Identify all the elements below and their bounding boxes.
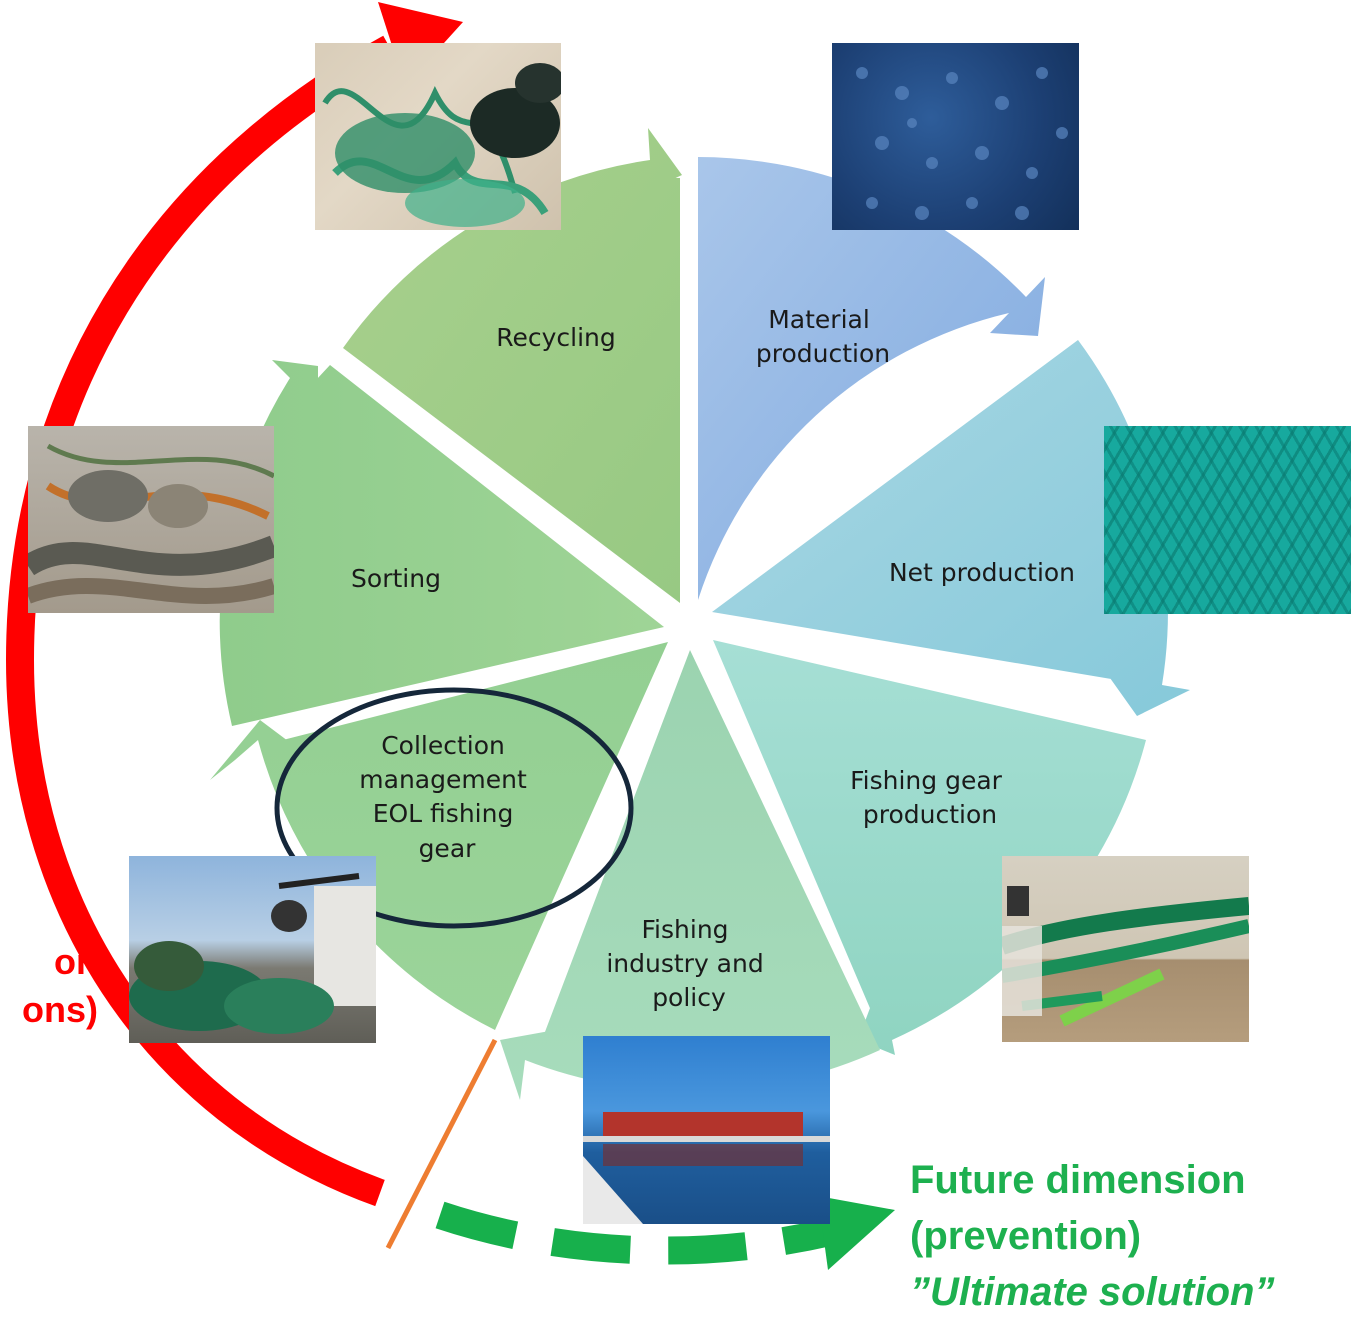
collection-site-photo [129, 856, 376, 1043]
net-workshop-image [1002, 886, 1249, 1027]
future-dimension-title: Future dimension [910, 1158, 1246, 1202]
sorting-nets-photo [28, 426, 274, 613]
green-dashed-arrow [435, 1196, 895, 1270]
collection-site-image [129, 873, 376, 1034]
collection-highlight-ellipse [274, 687, 634, 929]
net-mesh-photo [1104, 426, 1351, 614]
label-fishing-gear-production: Fishing gear production [850, 766, 1010, 829]
ultimate-solution-text: ”Ultimate solution” [910, 1270, 1275, 1314]
recycled-net-pellets-image [322, 63, 561, 227]
future-dimension-subtitle: (prevention) [910, 1214, 1142, 1258]
plastic-granules-image [856, 67, 1068, 220]
future-dimension-text: Future dimension (prevention) ”Ultimate … [910, 1152, 1274, 1320]
segment-collection-management [210, 642, 668, 1030]
past-dimension-text: on ons) [0, 938, 98, 1034]
segment-net-production [712, 340, 1190, 716]
label-net-production: Net production [889, 558, 1075, 587]
label-sorting: Sorting [351, 564, 441, 593]
harbour-image [583, 1112, 830, 1224]
orange-divider-line [385, 1038, 498, 1250]
segment-recycling [343, 128, 682, 603]
plastic-granules-photo [832, 43, 1079, 230]
sorting-nets-image [28, 443, 274, 604]
past-dimension-line1: on [54, 941, 98, 982]
label-collection-management: Collection management EOL fishing gear [359, 731, 534, 863]
label-material-production: Material production [756, 305, 890, 368]
label-fishing-industry-and-policy: Fishing industry and policy [606, 915, 771, 1012]
segment-sorting [219, 360, 665, 726]
harbour-photo [583, 1036, 830, 1224]
label-recycling: Recycling [496, 323, 616, 352]
net-workshop-photo [1002, 856, 1249, 1042]
recycled-net-pellets-photo [315, 43, 561, 230]
segment-fishing-industry-and-policy [500, 650, 880, 1100]
segment-material-production [698, 157, 1045, 600]
net-mesh-overlay [1104, 426, 1351, 614]
past-dimension-line2: ons) [22, 989, 98, 1030]
segment-fishing-gear-production [713, 640, 1146, 1055]
